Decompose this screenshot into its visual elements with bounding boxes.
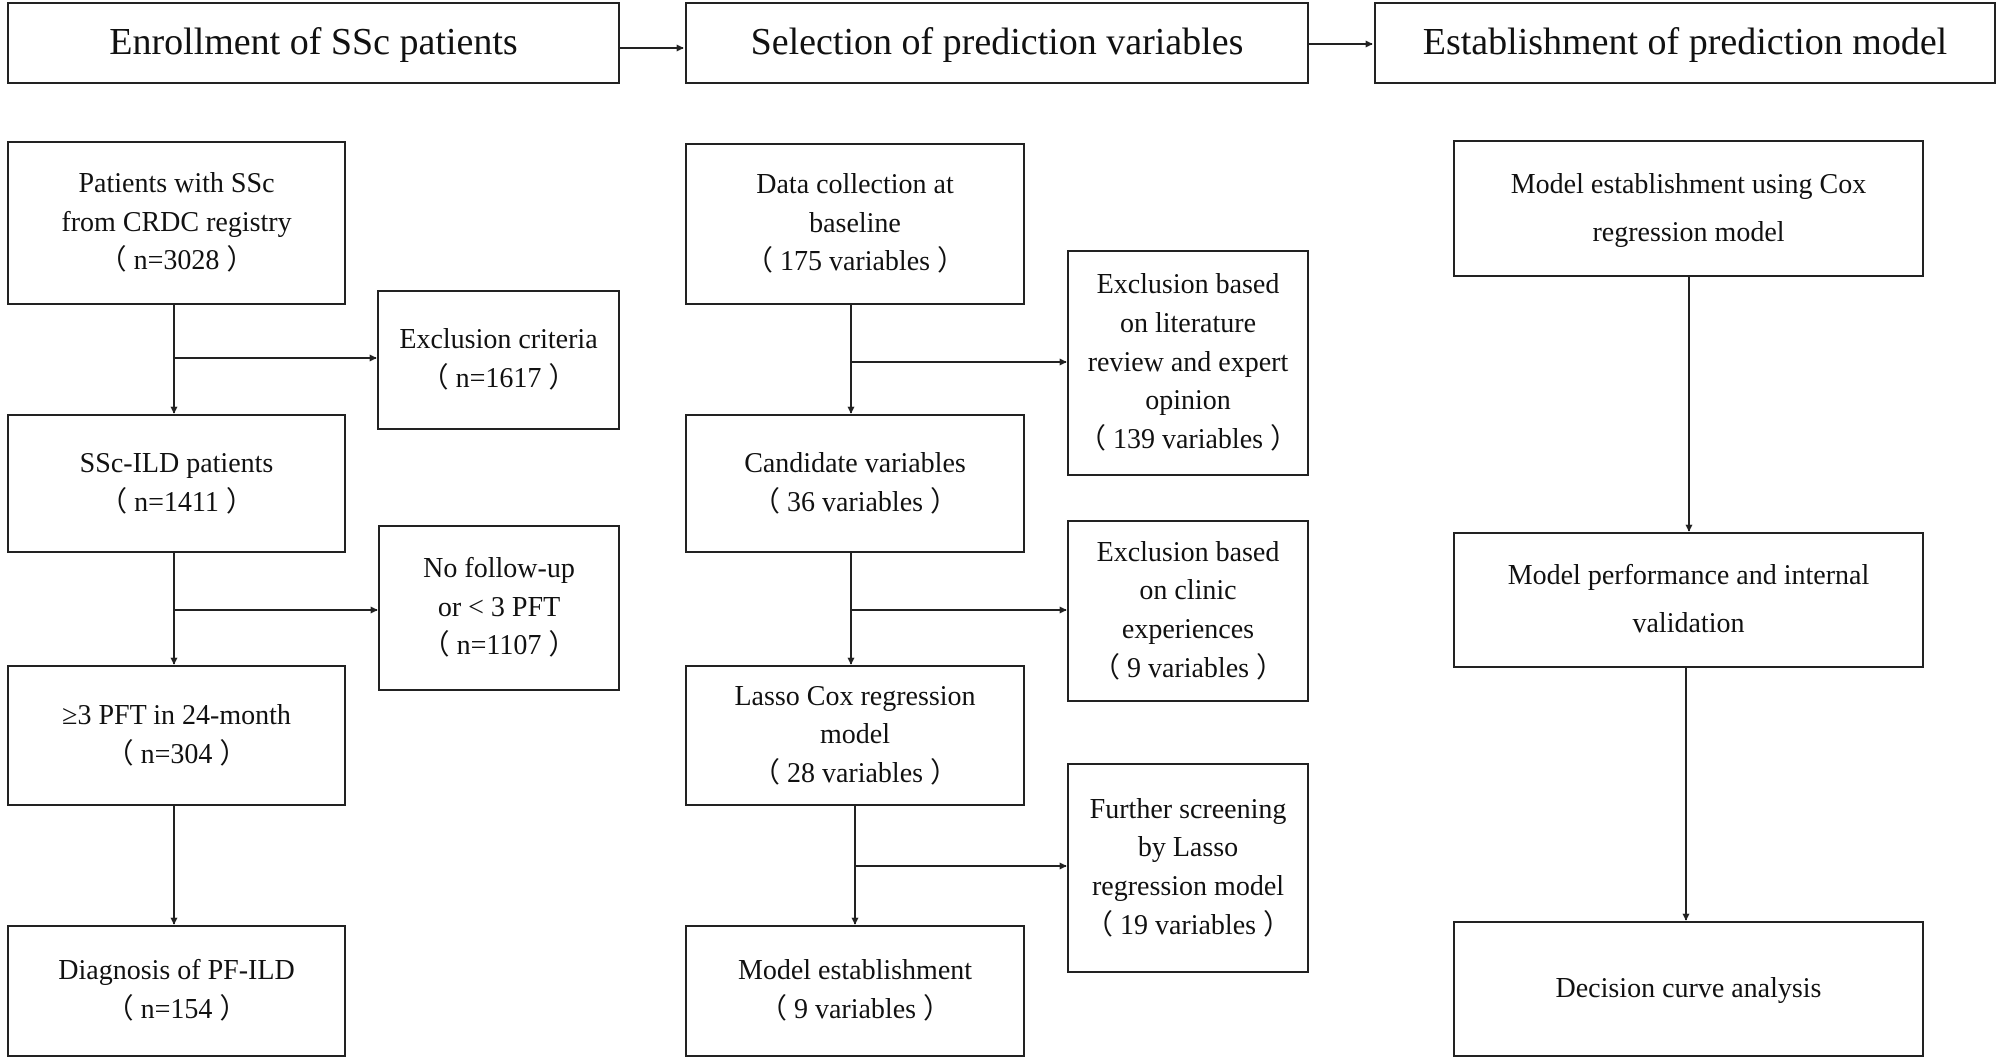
node-no-followup: No follow-up or < 3 PFT （ n=1107 ） bbox=[378, 525, 620, 691]
node-text: （ 139 variables ） bbox=[1077, 423, 1299, 455]
node-text: SSc-ILD patients bbox=[79, 447, 274, 479]
node-text: （ n=1411 ） bbox=[99, 486, 254, 518]
node-text: Further screening bbox=[1089, 793, 1287, 825]
node-text: validation bbox=[1632, 608, 1745, 639]
node-text: （ n=3028 ） bbox=[98, 245, 255, 277]
node-text: model bbox=[820, 719, 890, 751]
node-text: regression model bbox=[1091, 871, 1285, 902]
header-enrollment-label: Enrollment of SSc patients bbox=[109, 21, 518, 64]
node-text: by Lasso bbox=[1137, 832, 1239, 864]
node-text: or < 3 PFT bbox=[437, 591, 561, 623]
node-ssc-ild-patients: SSc-ILD patients （ n=1411 ） bbox=[7, 414, 346, 553]
node-model-establishment: Model establishment （ 9 variables ） bbox=[685, 925, 1025, 1057]
node-text: （ 19 variables ） bbox=[1084, 909, 1292, 941]
header-selection-label: Selection of prediction variables bbox=[750, 21, 1244, 64]
node-text: Data collection at bbox=[756, 169, 954, 201]
node-text: （ 9 variables ） bbox=[758, 994, 952, 1025]
node-text: experiences bbox=[1121, 614, 1255, 645]
node-diagnosis-pf-ild: Diagnosis of PF-ILD （ n=154 ） bbox=[7, 925, 346, 1057]
node-data-collection: Data collection at baseline （ 175 variab… bbox=[685, 143, 1025, 305]
header-enrollment: Enrollment of SSc patients bbox=[7, 2, 620, 84]
node-text: （ n=154 ） bbox=[105, 994, 248, 1025]
node-exclusion-literature: Exclusion based on literature review and… bbox=[1067, 250, 1309, 476]
node-text: No follow-up bbox=[423, 553, 575, 585]
node-text: （ 28 variables ） bbox=[751, 757, 959, 789]
node-decision-curve: Decision curve analysis bbox=[1453, 921, 1924, 1057]
node-lasso-cox: Lasso Cox regression model （ 28 variable… bbox=[685, 665, 1025, 806]
node-text: （ 36 variables ） bbox=[751, 486, 959, 518]
node-text: Exclusion based bbox=[1096, 536, 1280, 568]
node-patients-ssc: Patients with SSc from CRDC registry （ n… bbox=[7, 141, 346, 305]
node-further-screening: Further screening by Lasso regression mo… bbox=[1067, 763, 1309, 973]
node-pft-24month: ≥3 PFT in 24-month （ n=304 ） bbox=[7, 665, 346, 806]
node-text: Exclusion based bbox=[1096, 269, 1280, 301]
node-text: from CRDC registry bbox=[61, 206, 292, 238]
header-establishment: Establishment of prediction model bbox=[1374, 2, 1996, 84]
node-text: opinion bbox=[1145, 385, 1231, 417]
node-text: （ n=1617 ） bbox=[420, 363, 577, 394]
node-text: review and expert bbox=[1087, 346, 1289, 378]
node-model-performance: Model performance and internal validatio… bbox=[1453, 532, 1924, 668]
node-text: Diagnosis of PF-ILD bbox=[58, 955, 295, 987]
node-text: Model performance and internal bbox=[1507, 560, 1870, 592]
node-cox-model: Model establishment using Cox regression… bbox=[1453, 140, 1924, 277]
node-text: （ 175 variables ） bbox=[744, 246, 966, 278]
node-text: Exclusion criteria bbox=[399, 324, 598, 356]
node-candidate-variables: Candidate variables （ 36 variables ） bbox=[685, 414, 1025, 553]
node-text: （ n=304 ） bbox=[105, 738, 248, 770]
node-text: on literature bbox=[1119, 308, 1257, 340]
node-text: （ 9 variables ） bbox=[1091, 652, 1285, 684]
node-text: Decision curve analysis bbox=[1555, 972, 1822, 1004]
header-establishment-label: Establishment of prediction model bbox=[1422, 21, 1948, 64]
node-exclusion-criteria: Exclusion criteria （ n=1617 ） bbox=[377, 290, 620, 430]
node-text: baseline bbox=[809, 207, 901, 239]
node-text: Model establishment bbox=[737, 955, 973, 987]
node-text: Patients with SSc bbox=[78, 168, 275, 200]
node-text: Candidate variables bbox=[744, 447, 966, 479]
node-text: ≥3 PFT in 24-month bbox=[62, 699, 291, 731]
node-text: （ n=1107 ） bbox=[421, 630, 577, 662]
node-text: regression model bbox=[1592, 216, 1785, 248]
node-text: on clinic bbox=[1139, 575, 1237, 607]
header-selection: Selection of prediction variables bbox=[685, 2, 1309, 84]
node-exclusion-clinic: Exclusion based on clinic experiences （ … bbox=[1067, 520, 1309, 702]
node-text: Model establishment using Cox bbox=[1510, 168, 1867, 200]
node-text: Lasso Cox regression bbox=[734, 680, 976, 712]
